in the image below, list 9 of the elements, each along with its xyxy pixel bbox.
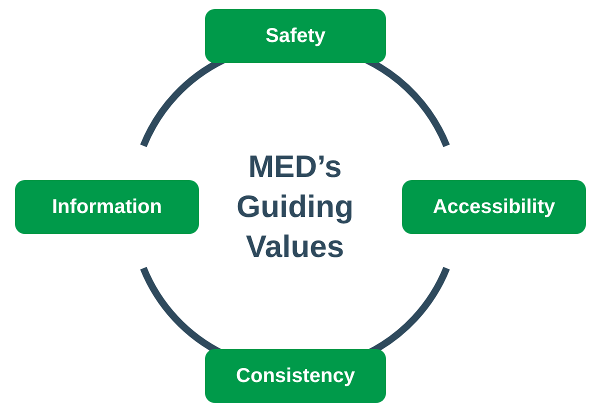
value-label: Accessibility bbox=[432, 195, 556, 220]
value-box bbox=[15, 180, 199, 234]
value-box bbox=[205, 9, 386, 63]
value-label: Consistency bbox=[236, 364, 355, 389]
value-label: Information bbox=[52, 195, 162, 220]
value-label: Safety bbox=[265, 24, 326, 49]
center-title: MED’s Guiding Values bbox=[235, 148, 355, 266]
value-box bbox=[205, 349, 386, 403]
value-box bbox=[402, 180, 586, 234]
